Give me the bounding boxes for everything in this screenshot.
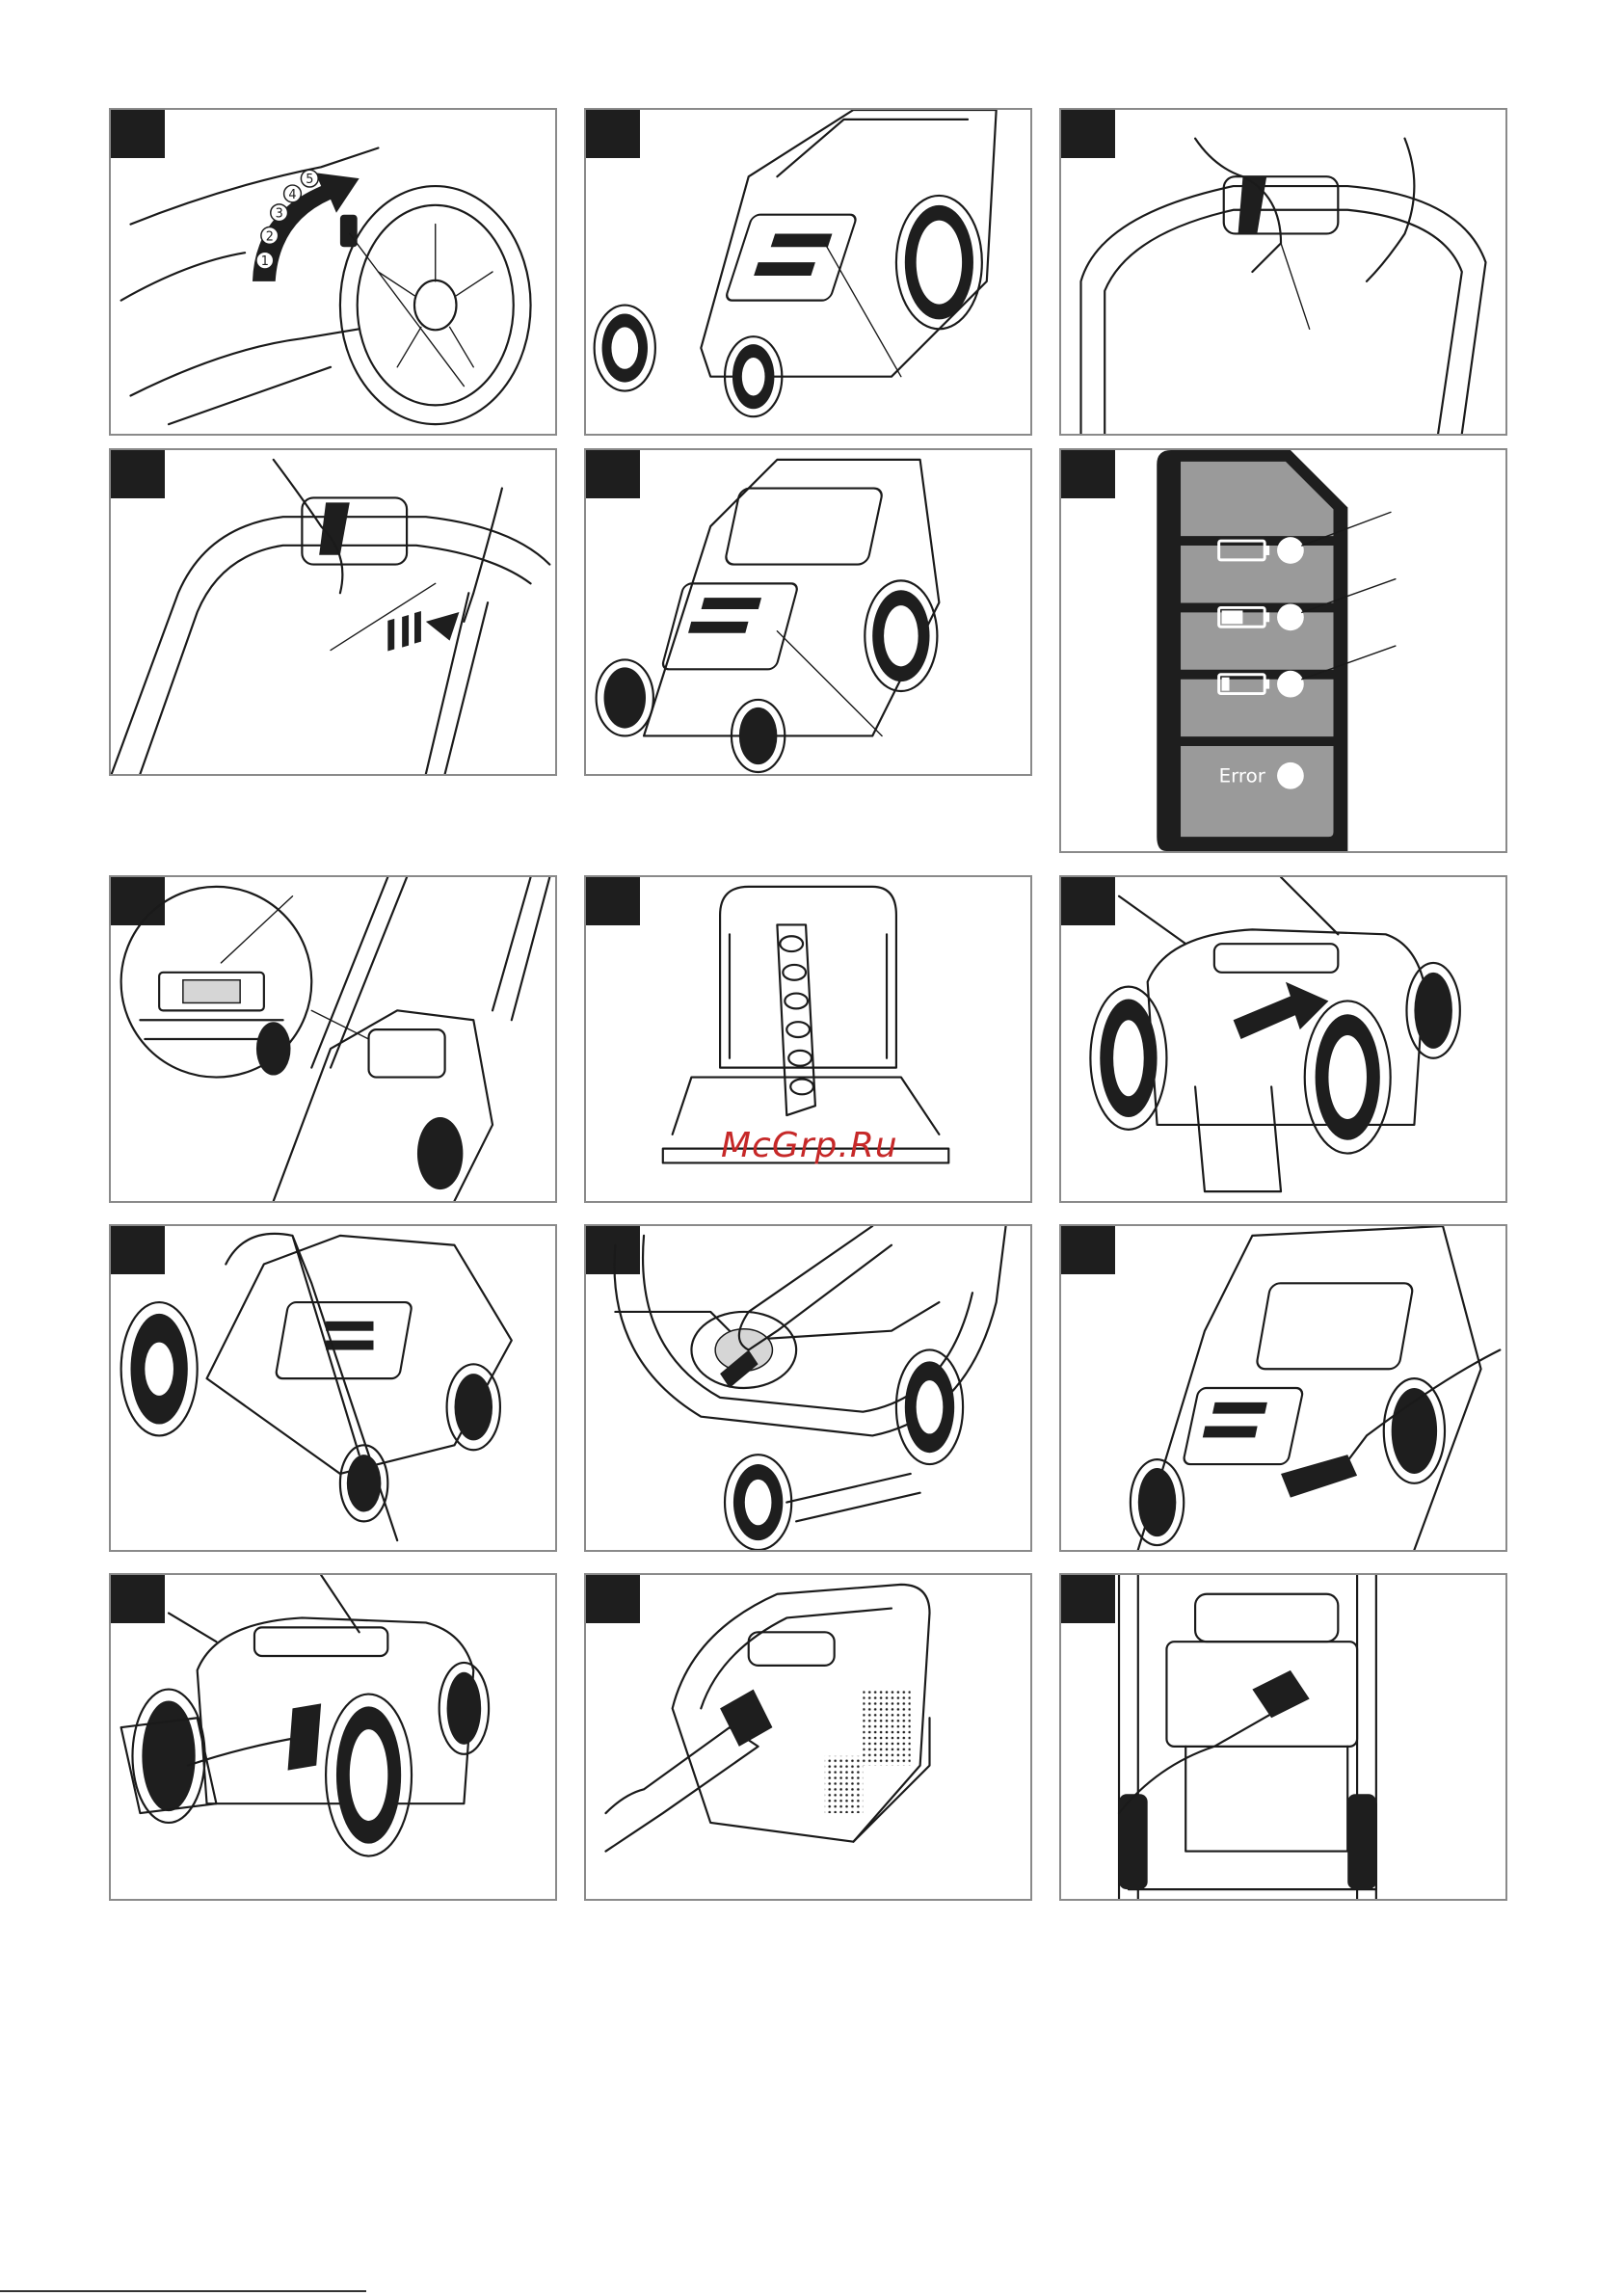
figure-panel-12 xyxy=(1059,1224,1507,1552)
control-panel-zoom-illustration xyxy=(111,877,555,1201)
figure-panel-13 xyxy=(109,1573,557,1901)
underside-cleaning-illustration xyxy=(586,1226,1030,1550)
figure-panel-9 xyxy=(1059,875,1507,1203)
battery-indicator-panel: Error xyxy=(1061,450,1505,851)
handle-switch-illustration xyxy=(1061,110,1505,434)
figure-panel-2 xyxy=(584,108,1032,436)
safety-button-illustration xyxy=(111,450,555,774)
figure-panel-10 xyxy=(109,1224,557,1552)
dial-number: 4 xyxy=(288,188,296,202)
figure-panel-7 xyxy=(109,875,557,1203)
watermark-text: McGrp.Ru xyxy=(721,1126,898,1165)
mower-battery-illustration xyxy=(586,450,1030,774)
figure-panel-14 xyxy=(584,1573,1032,1901)
dial-number: 5 xyxy=(306,173,313,187)
folded-handle-illustration xyxy=(111,1226,555,1550)
wheel-front-left xyxy=(595,306,655,391)
figure-panel-11 xyxy=(584,1224,1032,1552)
mesh-texture xyxy=(863,1690,910,1766)
dial-number: 3 xyxy=(276,207,283,222)
wheel-rear-right xyxy=(896,196,982,329)
bag-attach-illustration xyxy=(1061,877,1505,1201)
bottom-rule xyxy=(0,2290,366,2292)
error-indicator: Error xyxy=(1219,762,1304,789)
figure-panel-5 xyxy=(584,448,1032,776)
error-label: Error xyxy=(1219,765,1266,788)
dial-number: 1 xyxy=(261,254,269,269)
rear-brushing-illustration xyxy=(111,1575,555,1899)
figure-panel-3 xyxy=(1059,108,1507,436)
figure-panel-6: Error xyxy=(1059,448,1507,853)
chute-brushing-illustration xyxy=(1061,1575,1505,1899)
mower-top-view-illustration xyxy=(586,110,1030,434)
wheel-front-right xyxy=(725,336,782,416)
bag-brushing-illustration xyxy=(586,1575,1030,1899)
deck-brushing-illustration xyxy=(1061,1226,1505,1550)
dial-number: 2 xyxy=(266,229,274,244)
figure-panel-15 xyxy=(1059,1573,1507,1901)
figure-panel-1: 1 2 3 4 5 xyxy=(109,108,557,436)
height-adjust-illustration: 1 2 3 4 5 xyxy=(111,110,555,434)
figure-panel-4 xyxy=(109,448,557,776)
